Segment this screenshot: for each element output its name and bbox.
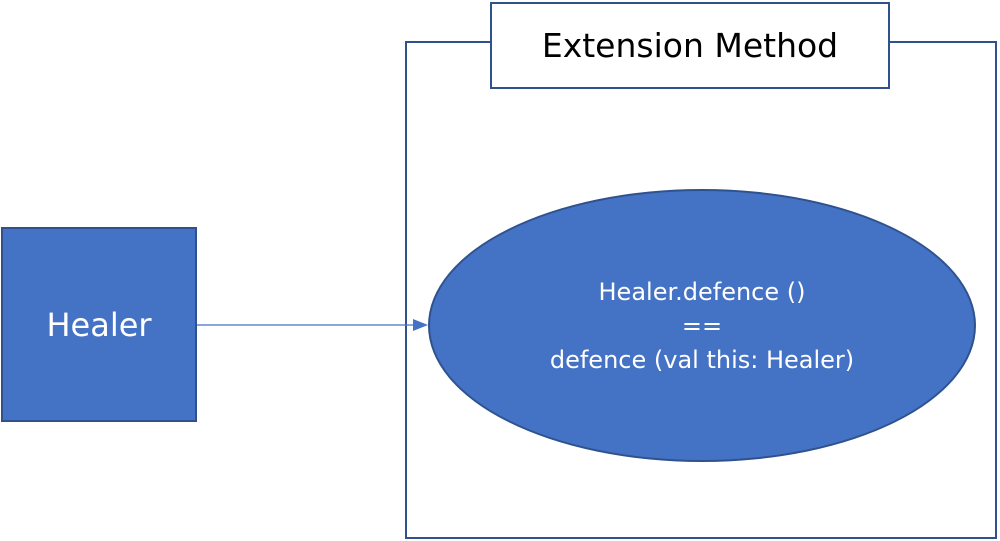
extension-method-title: Extension Method xyxy=(541,26,839,65)
defence-line-3: defence (val this: Healer) xyxy=(549,345,855,374)
defence-line-2: == xyxy=(681,311,723,340)
healer-node: Healer xyxy=(1,227,197,422)
healer-node-label: Healer xyxy=(46,305,152,344)
extension-method-title-box: Extension Method xyxy=(490,2,890,89)
defence-line-1: Healer.defence () xyxy=(598,277,806,306)
defence-method-node: Healer.defence () == defence (val this: … xyxy=(428,189,976,462)
